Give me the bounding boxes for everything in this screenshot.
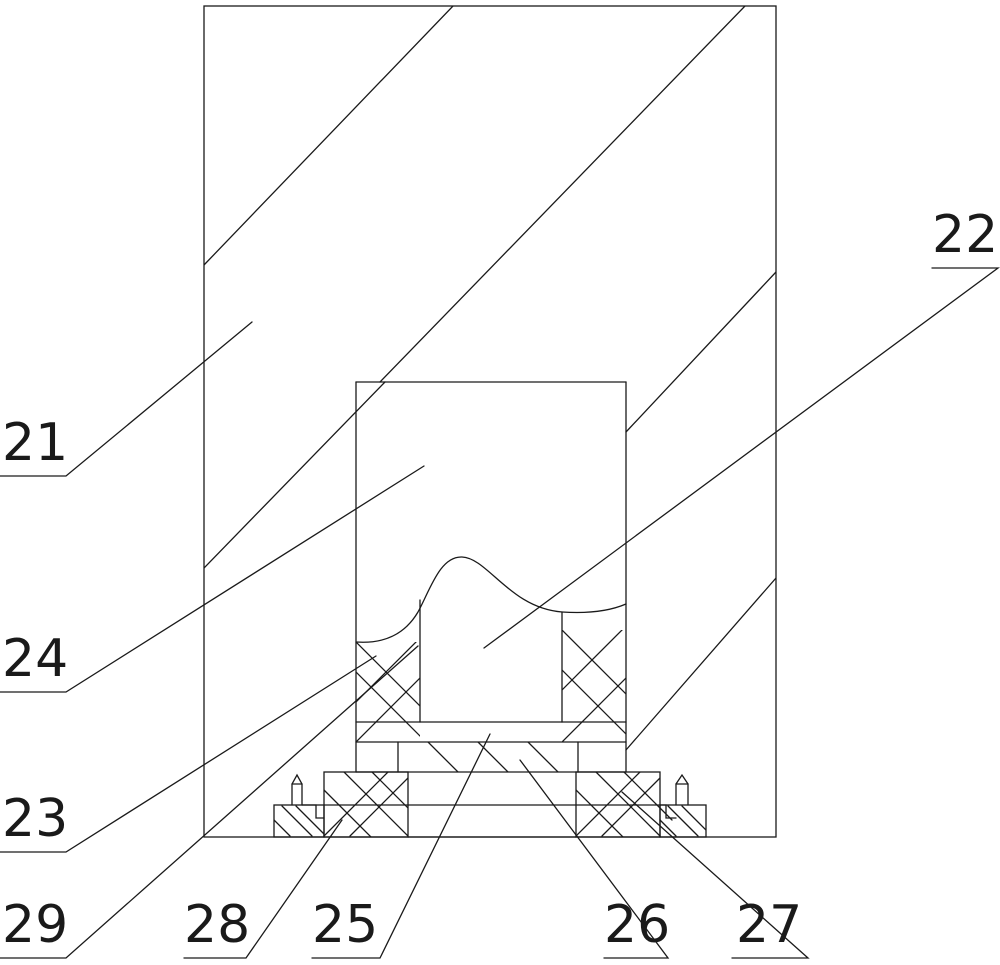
housing-21 <box>204 6 776 837</box>
label-26: 26 <box>604 895 670 955</box>
label-23: 23 <box>2 789 68 849</box>
plate-26 <box>356 742 626 772</box>
label-28: 28 <box>184 895 250 955</box>
label-27: 27 <box>736 895 802 955</box>
label-29: 29 <box>2 895 68 955</box>
block-23 <box>346 612 640 752</box>
label-21: 21 <box>2 413 68 473</box>
flange-27-28 <box>274 772 706 838</box>
insert-24 <box>356 382 626 772</box>
label-22: 22 <box>932 205 998 265</box>
label-25: 25 <box>312 895 378 955</box>
label-24: 24 <box>2 629 68 689</box>
bolt-29 <box>292 775 688 818</box>
leader-lines <box>0 268 998 958</box>
bore-22 <box>420 600 562 722</box>
